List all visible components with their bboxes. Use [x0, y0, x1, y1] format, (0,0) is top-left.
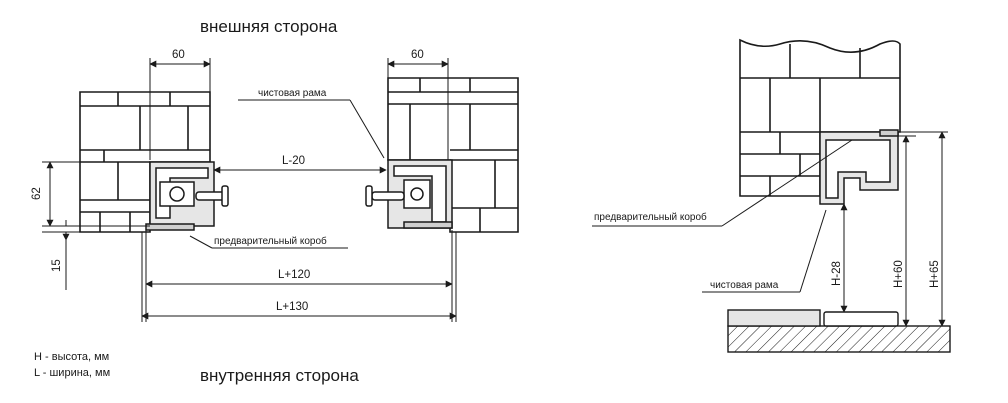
finish-frame-label-right: чистовая рама — [710, 280, 779, 291]
dim-h-plus-60: H+60 — [893, 260, 905, 288]
right-wall — [387, 77, 519, 233]
dim-62: 62 — [31, 187, 43, 200]
section-floor — [727, 309, 951, 353]
dim-l-minus-20: L-20 — [282, 155, 305, 167]
section-dimensions — [840, 131, 948, 327]
right-frame-profile — [387, 159, 453, 229]
outer-side-heading: внешняя сторона — [200, 17, 338, 36]
pre-box-label-left: предварительный короб — [214, 235, 327, 247]
dim-h-plus-65: H+65 — [929, 260, 941, 288]
dim-l-plus-120: L+120 — [278, 269, 310, 281]
left-handle-cylinder — [195, 185, 229, 207]
section-wall — [739, 38, 901, 197]
dim-60-right: 60 — [411, 49, 424, 61]
legend-width: L - ширина, мм — [34, 367, 110, 379]
dim-15: 15 — [51, 259, 63, 272]
pre-box-label-right: предварительный короб — [594, 211, 707, 223]
dim-h-minus-28: H-28 — [831, 261, 843, 286]
right-handle-cylinder — [365, 185, 405, 207]
inner-side-heading: внутренняя сторона — [200, 366, 359, 385]
legend-height: H - высота, мм — [34, 351, 109, 363]
section-frame-profile — [819, 129, 899, 205]
left-dimensions — [42, 58, 457, 322]
left-leaders — [189, 99, 385, 249]
finish-frame-label-left: чистовая рама — [258, 88, 327, 99]
dim-l-plus-130: L+130 — [276, 301, 308, 313]
left-frame-profile — [145, 161, 215, 231]
section-leaders — [592, 139, 853, 293]
dim-60-left: 60 — [172, 49, 185, 61]
